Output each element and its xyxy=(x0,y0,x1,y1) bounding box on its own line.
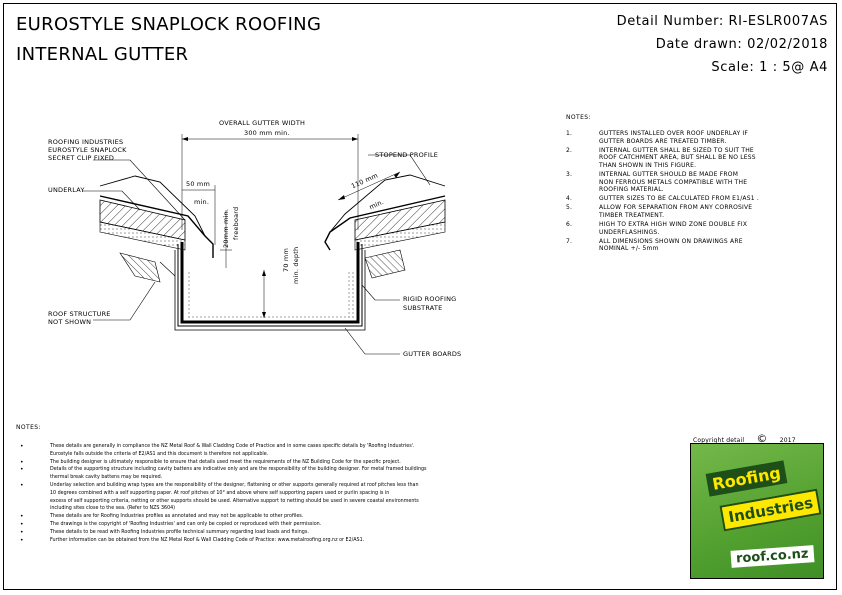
drawing-frame xyxy=(3,3,837,590)
bottom-note-text: Underlay selection and building wrap typ… xyxy=(50,482,570,513)
label-secret-clip: SECRET CLIP FIXED xyxy=(48,154,115,162)
right-note-text: INTERNAL GUTTER SHALL BE SIZED TO SUIT T… xyxy=(599,147,819,170)
right-note-line: ROOFING MATERIAL. xyxy=(599,186,664,194)
right-note-number: 6. xyxy=(566,221,573,229)
right-note-line: INTERNAL GUTTER SHALL BE SIZED TO SUIT T… xyxy=(599,146,754,154)
bottom-note-bullet: • xyxy=(20,521,24,528)
bottom-note-bullet: • xyxy=(20,528,24,536)
bottom-note-bullet: • xyxy=(20,458,24,466)
bottom-note-bullet: • xyxy=(20,443,24,450)
copyright-year: 2017 xyxy=(779,437,796,444)
right-note-number: 4. xyxy=(566,195,573,203)
label-underlay: UNDERLAY xyxy=(48,186,85,194)
label-not-shown: NOT SHOWN xyxy=(48,318,92,326)
bottom-note-text: Further information can be obtained from… xyxy=(50,537,570,545)
bottom-note-line: Details of the supporting structure incl… xyxy=(50,467,427,473)
bottom-note-line: The drawings is the copyright of 'Roofin… xyxy=(50,522,322,527)
bottom-note-line: These details to be read with Roofing In… xyxy=(50,529,309,535)
label-dim-50: 50 mm xyxy=(186,180,211,188)
right-note-number: 1. xyxy=(566,130,573,137)
bottom-note-line: These details are generally in complianc… xyxy=(50,444,415,449)
bottom-note-bullet: • xyxy=(20,513,24,521)
right-note-line: INTERNAL GUTTER SHOULD BE MADE FROM xyxy=(599,171,739,178)
right-note-line: NOMINAL +/- 5mm xyxy=(599,245,659,253)
bottom-note-text: The building designer is ultimately resp… xyxy=(50,459,570,467)
right-note-number: 2. xyxy=(566,146,573,154)
bottom-note-line: Underlay selection and building wrap typ… xyxy=(50,483,419,488)
bottom-note-line: thermal break cavity battens may be requ… xyxy=(50,475,163,481)
bottom-note-bullet: • xyxy=(20,536,24,544)
bottom-note-line: The building designer is ultimately resp… xyxy=(50,459,401,465)
label-roof-structure: ROOF STRUCTURE xyxy=(48,310,111,318)
bottom-note-bullet: • xyxy=(20,482,24,489)
bottom-note-text: The drawings is the copyright of 'Roofin… xyxy=(50,521,570,529)
bottom-note-text: Details of the supporting structure incl… xyxy=(50,466,570,482)
date-drawn: Date drawn: 02/02/2018 xyxy=(655,37,828,52)
right-note-line: NON FERROUS METALS COMPATIBLE WITH THE xyxy=(599,178,748,186)
detail-number: Detail Number: RI-ESLR007AS xyxy=(616,14,828,29)
right-note-line: ALLOW FOR SEPARATION FROM ANY CORROSIVE xyxy=(599,204,753,212)
bottom-note-line: Further information can be obtained from… xyxy=(50,537,365,543)
right-notes-heading: NOTES: xyxy=(566,114,591,121)
bottom-note-bullet: • xyxy=(20,466,24,474)
bottom-note-line: including sites close to the sea. (Refer… xyxy=(50,506,176,512)
label-substrate: SUBSTRATE xyxy=(403,304,443,312)
dim-50mm xyxy=(182,185,216,245)
depth-dimensions xyxy=(220,210,266,318)
copyright-symbol: © xyxy=(756,432,768,445)
label-depth-70: 70 mm xyxy=(282,247,290,272)
label-roofing-industries: ROOFING INDUSTRIES xyxy=(48,138,124,146)
bottom-note-text: These details are generally in complianc… xyxy=(50,443,570,459)
label-rigid-roofing: RIGID ROOFING xyxy=(403,295,457,303)
right-note-line: UNDERFLASHINGS. xyxy=(599,228,660,236)
label-min-depth: min. depth xyxy=(292,246,300,284)
dim-110mm xyxy=(337,171,401,201)
bottom-note-text: These details are for Roofing Industries… xyxy=(50,513,570,521)
right-note-number: 5. xyxy=(566,204,573,212)
bottom-note-text: These details to be read with Roofing In… xyxy=(50,529,570,537)
right-note-line: TIMBER TREATMENT. xyxy=(599,211,665,219)
right-note-line: THAN SHOWN IN THIS FIGURE. xyxy=(599,161,697,169)
overall-width-dimension xyxy=(181,134,359,230)
label-stopend-profile: STOPEND PROFILE xyxy=(375,151,439,159)
label-freeboard: freeboard xyxy=(232,206,240,240)
right-note-line: GUTTER SIZES TO BE CALCULATED FROM E1/AS… xyxy=(599,195,759,203)
label-freeboard-20: 20mm min. xyxy=(222,208,230,248)
gutter-body xyxy=(174,242,366,331)
bottom-note-line: 10 degrees combined with a self supporti… xyxy=(50,490,390,496)
right-note-number: 7. xyxy=(566,237,573,245)
left-roof-assembly xyxy=(99,175,214,283)
label-min: min. xyxy=(194,198,210,206)
right-note-line: ALL DIMENSIONS SHOWN ON DRAWINGS ARE xyxy=(599,237,743,245)
bottom-note-line: Eurostyle falls outside the criteria of … xyxy=(50,451,269,457)
bottom-note-line: These details are for Roofing Industries… xyxy=(50,514,304,520)
right-note-number: 3. xyxy=(566,171,573,178)
bottom-notes-heading: NOTES: xyxy=(16,424,41,431)
label-overall-gutter-width: OVERALL GUTTER WIDTH xyxy=(219,119,306,127)
bottom-note-line: excess of self supporting criteria, nett… xyxy=(50,498,419,504)
copyright-label: Copyright detail xyxy=(693,437,745,444)
drawing-subtitle: INTERNAL GUTTER xyxy=(16,44,189,65)
label-gutter-boards: GUTTER BOARDS xyxy=(403,350,462,358)
right-note-text: GUTTER SIZES TO BE CALCULATED FROM E1/AS… xyxy=(599,195,819,203)
label-width-300: 300 mm min. xyxy=(244,129,290,137)
drawing-scale: Scale: 1 : 5@ A4 xyxy=(711,60,828,75)
right-note-line: ROOF CATCHMENT AREA, BUT SHALL BE NO LES… xyxy=(599,154,756,162)
right-note-line: GUTTER BOARDS ARE TREATED TIMBER. xyxy=(599,137,727,145)
label-eurostyle-snaplock: EUROSTYLE SNAPLOCK xyxy=(48,146,127,154)
right-roof-assembly xyxy=(324,174,446,279)
right-note-line: HIGH TO EXTRA HIGH WIND ZONE DOUBLE FIX xyxy=(599,221,748,229)
leader-lines xyxy=(82,154,431,355)
roofing-industries-logo: Roofing Industries roof.co.nz xyxy=(690,443,824,579)
right-note-line: GUTTERS INSTALLED OVER ROOF UNDERLAY IF xyxy=(599,130,749,137)
drawing-title: EUROSTYLE SNAPLOCK ROOFING xyxy=(16,14,322,35)
copyright-line: Copyright detail © 2017 xyxy=(693,432,796,445)
